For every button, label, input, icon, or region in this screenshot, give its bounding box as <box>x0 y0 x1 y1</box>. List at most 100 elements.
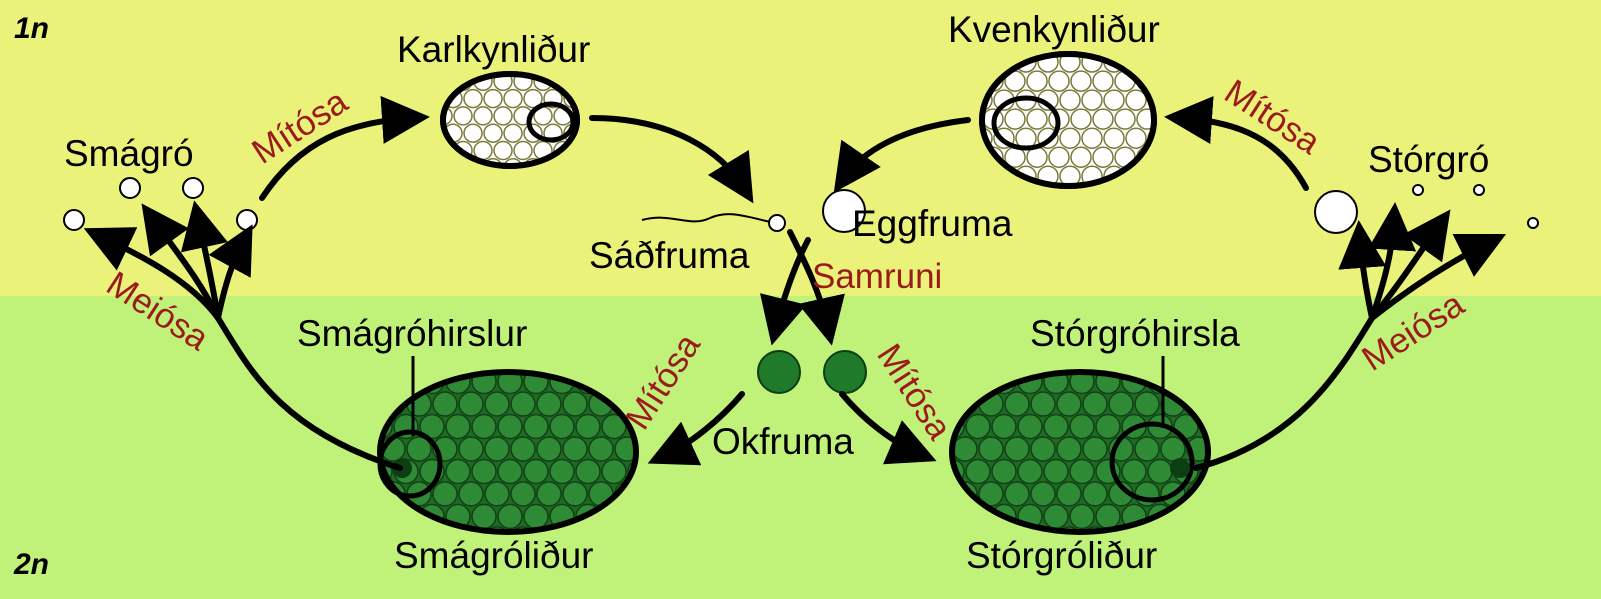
cell-circle <box>952 436 978 462</box>
meiosis-stem-left <box>215 315 403 471</box>
cell-circle <box>1092 146 1114 168</box>
label-female-gametophyte: Kvenkynliður <box>948 9 1160 50</box>
cell-circle <box>1030 436 1056 462</box>
cell-circle <box>1160 436 1186 462</box>
cell-circle <box>483 88 503 109</box>
cell-circle <box>484 526 510 532</box>
cell-circle <box>978 481 1004 507</box>
cell-circle <box>1134 436 1160 462</box>
cell-circle <box>523 413 549 440</box>
megasporophyll <box>949 369 1211 535</box>
cell-circle <box>471 413 497 440</box>
cell-circle <box>1069 413 1095 440</box>
cell-circle <box>1095 503 1121 530</box>
cell-circle <box>443 106 453 126</box>
cell-circle <box>1056 526 1082 532</box>
cell-circle <box>445 413 471 440</box>
cell-circle <box>471 458 497 485</box>
sperm-cell <box>641 213 786 232</box>
cell-circle <box>1004 436 1030 462</box>
meiosis-arrow-7 <box>1369 209 1451 321</box>
cell-circle <box>1134 391 1160 417</box>
cell-circle <box>1030 481 1056 507</box>
cell-circle <box>406 436 432 462</box>
cell-circle <box>1081 127 1103 149</box>
cell-circle <box>601 458 627 485</box>
process-fertilization: Samruni <box>812 257 942 296</box>
cell-circle <box>1059 127 1081 149</box>
cell-circle <box>513 140 533 161</box>
diploid-band <box>0 296 1601 599</box>
cell-circle <box>1092 108 1114 130</box>
cell-circle <box>1043 458 1069 485</box>
cell-circle <box>1108 391 1134 417</box>
cell-circle <box>484 391 510 417</box>
cell-circle <box>1121 458 1147 485</box>
cell-circle <box>1082 481 1108 507</box>
meiosis-arrow-3 <box>180 200 228 321</box>
cell-circle <box>1056 436 1082 462</box>
label-egg: Eggfruma <box>852 203 1013 244</box>
cell-circle <box>575 458 601 485</box>
label-microsporangia: Smágróhirslur <box>297 313 527 354</box>
zygote-left <box>757 350 801 394</box>
cell-circle <box>991 413 1017 440</box>
cell-circle <box>965 458 991 485</box>
cell-circle <box>1048 70 1070 92</box>
cell-circle <box>575 413 601 440</box>
cell-circle <box>1043 413 1069 440</box>
meiosis-arrow-2 <box>141 203 221 321</box>
cell-circle <box>497 372 523 395</box>
meiosis-arrow-1 <box>83 227 221 321</box>
label-microspores: Smágró <box>64 133 194 174</box>
cell-circle <box>503 123 523 143</box>
cell-circle <box>1095 413 1121 440</box>
cell-circle <box>588 436 614 462</box>
cell-circle <box>1017 413 1043 440</box>
haploid-label: 1n <box>14 12 49 45</box>
cell-circle <box>562 391 588 417</box>
cell-circle <box>1081 89 1103 111</box>
cell-circle <box>536 436 562 462</box>
label-megaspores: Stórgró <box>1368 139 1489 180</box>
cell-circle <box>1147 458 1173 485</box>
label-megasporophyll: Stórgróliður <box>966 535 1157 576</box>
meiosis-arrow-6 <box>1368 202 1417 321</box>
meiosis-arrow-4 <box>208 224 253 321</box>
cell-circle <box>549 458 575 485</box>
cell-circle <box>1103 127 1125 149</box>
cell-circle <box>510 391 536 417</box>
cell-circle <box>1070 146 1092 168</box>
fertilization-arrow-left <box>759 237 811 346</box>
cell-circle <box>503 88 523 109</box>
cell-circle <box>1070 108 1092 130</box>
cell-circle <box>1059 89 1081 111</box>
cell-circle <box>453 106 473 126</box>
cell-circle <box>523 503 549 530</box>
cell-circle <box>549 413 575 440</box>
cell-circle <box>1082 526 1108 532</box>
cell-circle <box>497 413 523 440</box>
cell-circle <box>1069 503 1095 530</box>
male-to-sperm-arrow <box>589 115 754 204</box>
meiosis-stem-right <box>1193 315 1375 471</box>
cell-circle <box>497 458 523 485</box>
zygote-right <box>823 350 867 394</box>
cell-circle <box>1048 146 1070 168</box>
cell-circle <box>463 123 483 143</box>
cell-circle <box>1026 70 1048 92</box>
female-to-egg-arrow <box>833 117 971 193</box>
cell-circle <box>562 481 588 507</box>
cell-circle <box>1125 89 1147 111</box>
cell-circle <box>445 458 471 485</box>
cell-circle <box>1114 108 1136 130</box>
cell-circle <box>432 391 458 417</box>
cell-circle <box>432 481 458 507</box>
cell-circle <box>1069 372 1095 395</box>
cell-circle <box>1069 458 1095 485</box>
cell-circle <box>1056 481 1082 507</box>
cell-circle <box>458 391 484 417</box>
cell-circle <box>471 503 497 530</box>
